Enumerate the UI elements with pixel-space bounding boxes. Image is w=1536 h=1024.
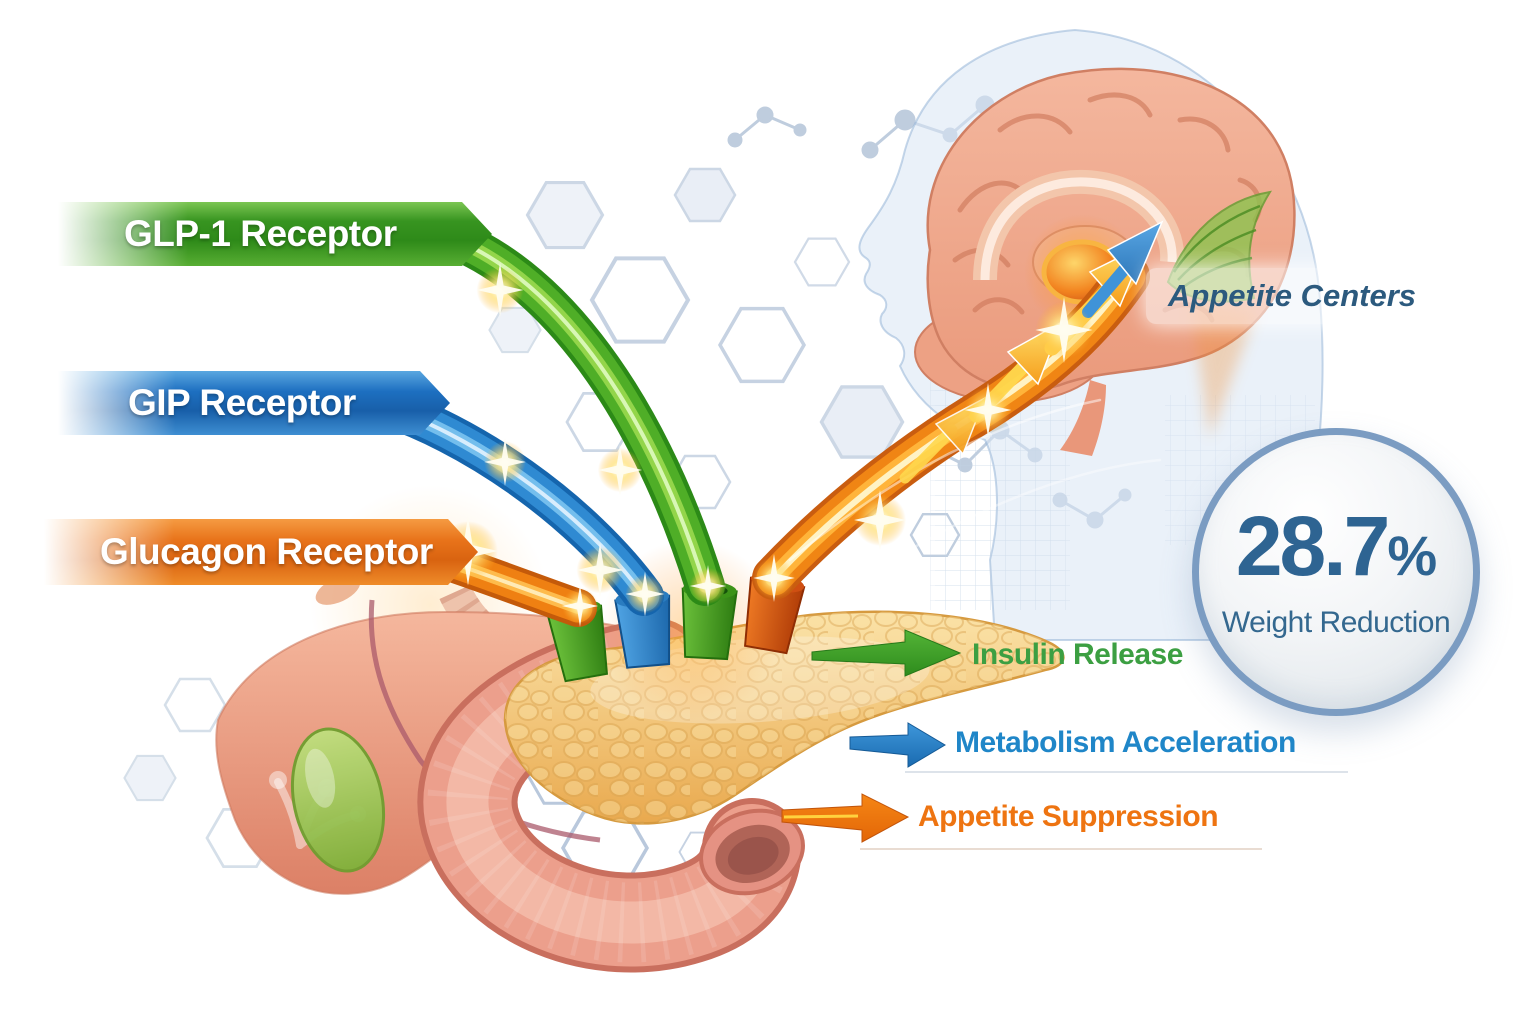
duodenum-opening	[699, 808, 805, 896]
bile-duct	[368, 599, 601, 843]
appetite-arrow-icon	[781, 793, 910, 843]
badge-number: 28.7	[1235, 499, 1390, 593]
banner-glp1-label: GLP-1 Receptor	[124, 213, 397, 254]
banner-glucagon-label: Glucagon Receptor	[100, 531, 433, 572]
banner-glp1-receptor: GLP-1 Receptor	[58, 202, 492, 266]
insulin-arrow-icon	[811, 629, 962, 677]
metabolism-acceleration-label: Metabolism Acceleration	[955, 726, 1296, 759]
appetite-centers-label: Appetite Centers	[1146, 268, 1439, 324]
banner-glucagon-receptor: Glucagon Receptor	[44, 519, 478, 585]
badge-value: 28.7%	[1236, 504, 1437, 598]
blue-arrow-icon	[1106, 220, 1164, 286]
badge-unit: %	[1387, 524, 1437, 587]
banner-gip-receptor: GIP Receptor	[58, 371, 450, 435]
insulin-release-label: Insulin Release	[972, 638, 1183, 671]
appetite-suppression-label: Appetite Suppression	[918, 800, 1219, 833]
badge-label: Weight Reduction	[1221, 606, 1451, 639]
metabolism-arrow-icon	[849, 722, 946, 768]
gallbladder	[290, 727, 386, 873]
weight-reduction-badge: 28.7% Weight Reduction	[1192, 428, 1480, 716]
banner-gip-label: GIP Receptor	[128, 382, 356, 423]
